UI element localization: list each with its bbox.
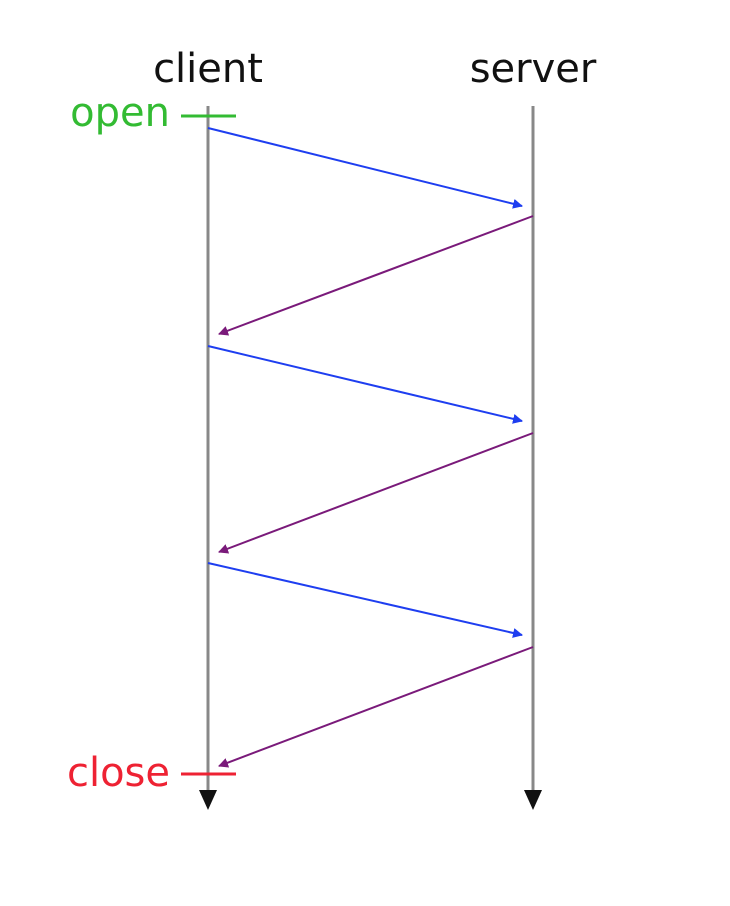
client-lifeline-title: client (153, 46, 263, 92)
open-marker-label: open (70, 90, 170, 136)
message-1-request-arrow (207, 127, 523, 209)
message-2-response-arrow (218, 215, 534, 336)
message-6-response-arrow (218, 646, 534, 768)
server-lifeline-title: server (470, 46, 597, 92)
message-4-response-arrow (218, 432, 534, 554)
client-lifeline-arrowhead (199, 790, 217, 810)
server-lifeline-arrowhead (524, 790, 542, 810)
message-5-request-arrow (207, 562, 523, 638)
message-3-request-arrow (207, 345, 523, 424)
close-marker-label: close (67, 750, 170, 796)
